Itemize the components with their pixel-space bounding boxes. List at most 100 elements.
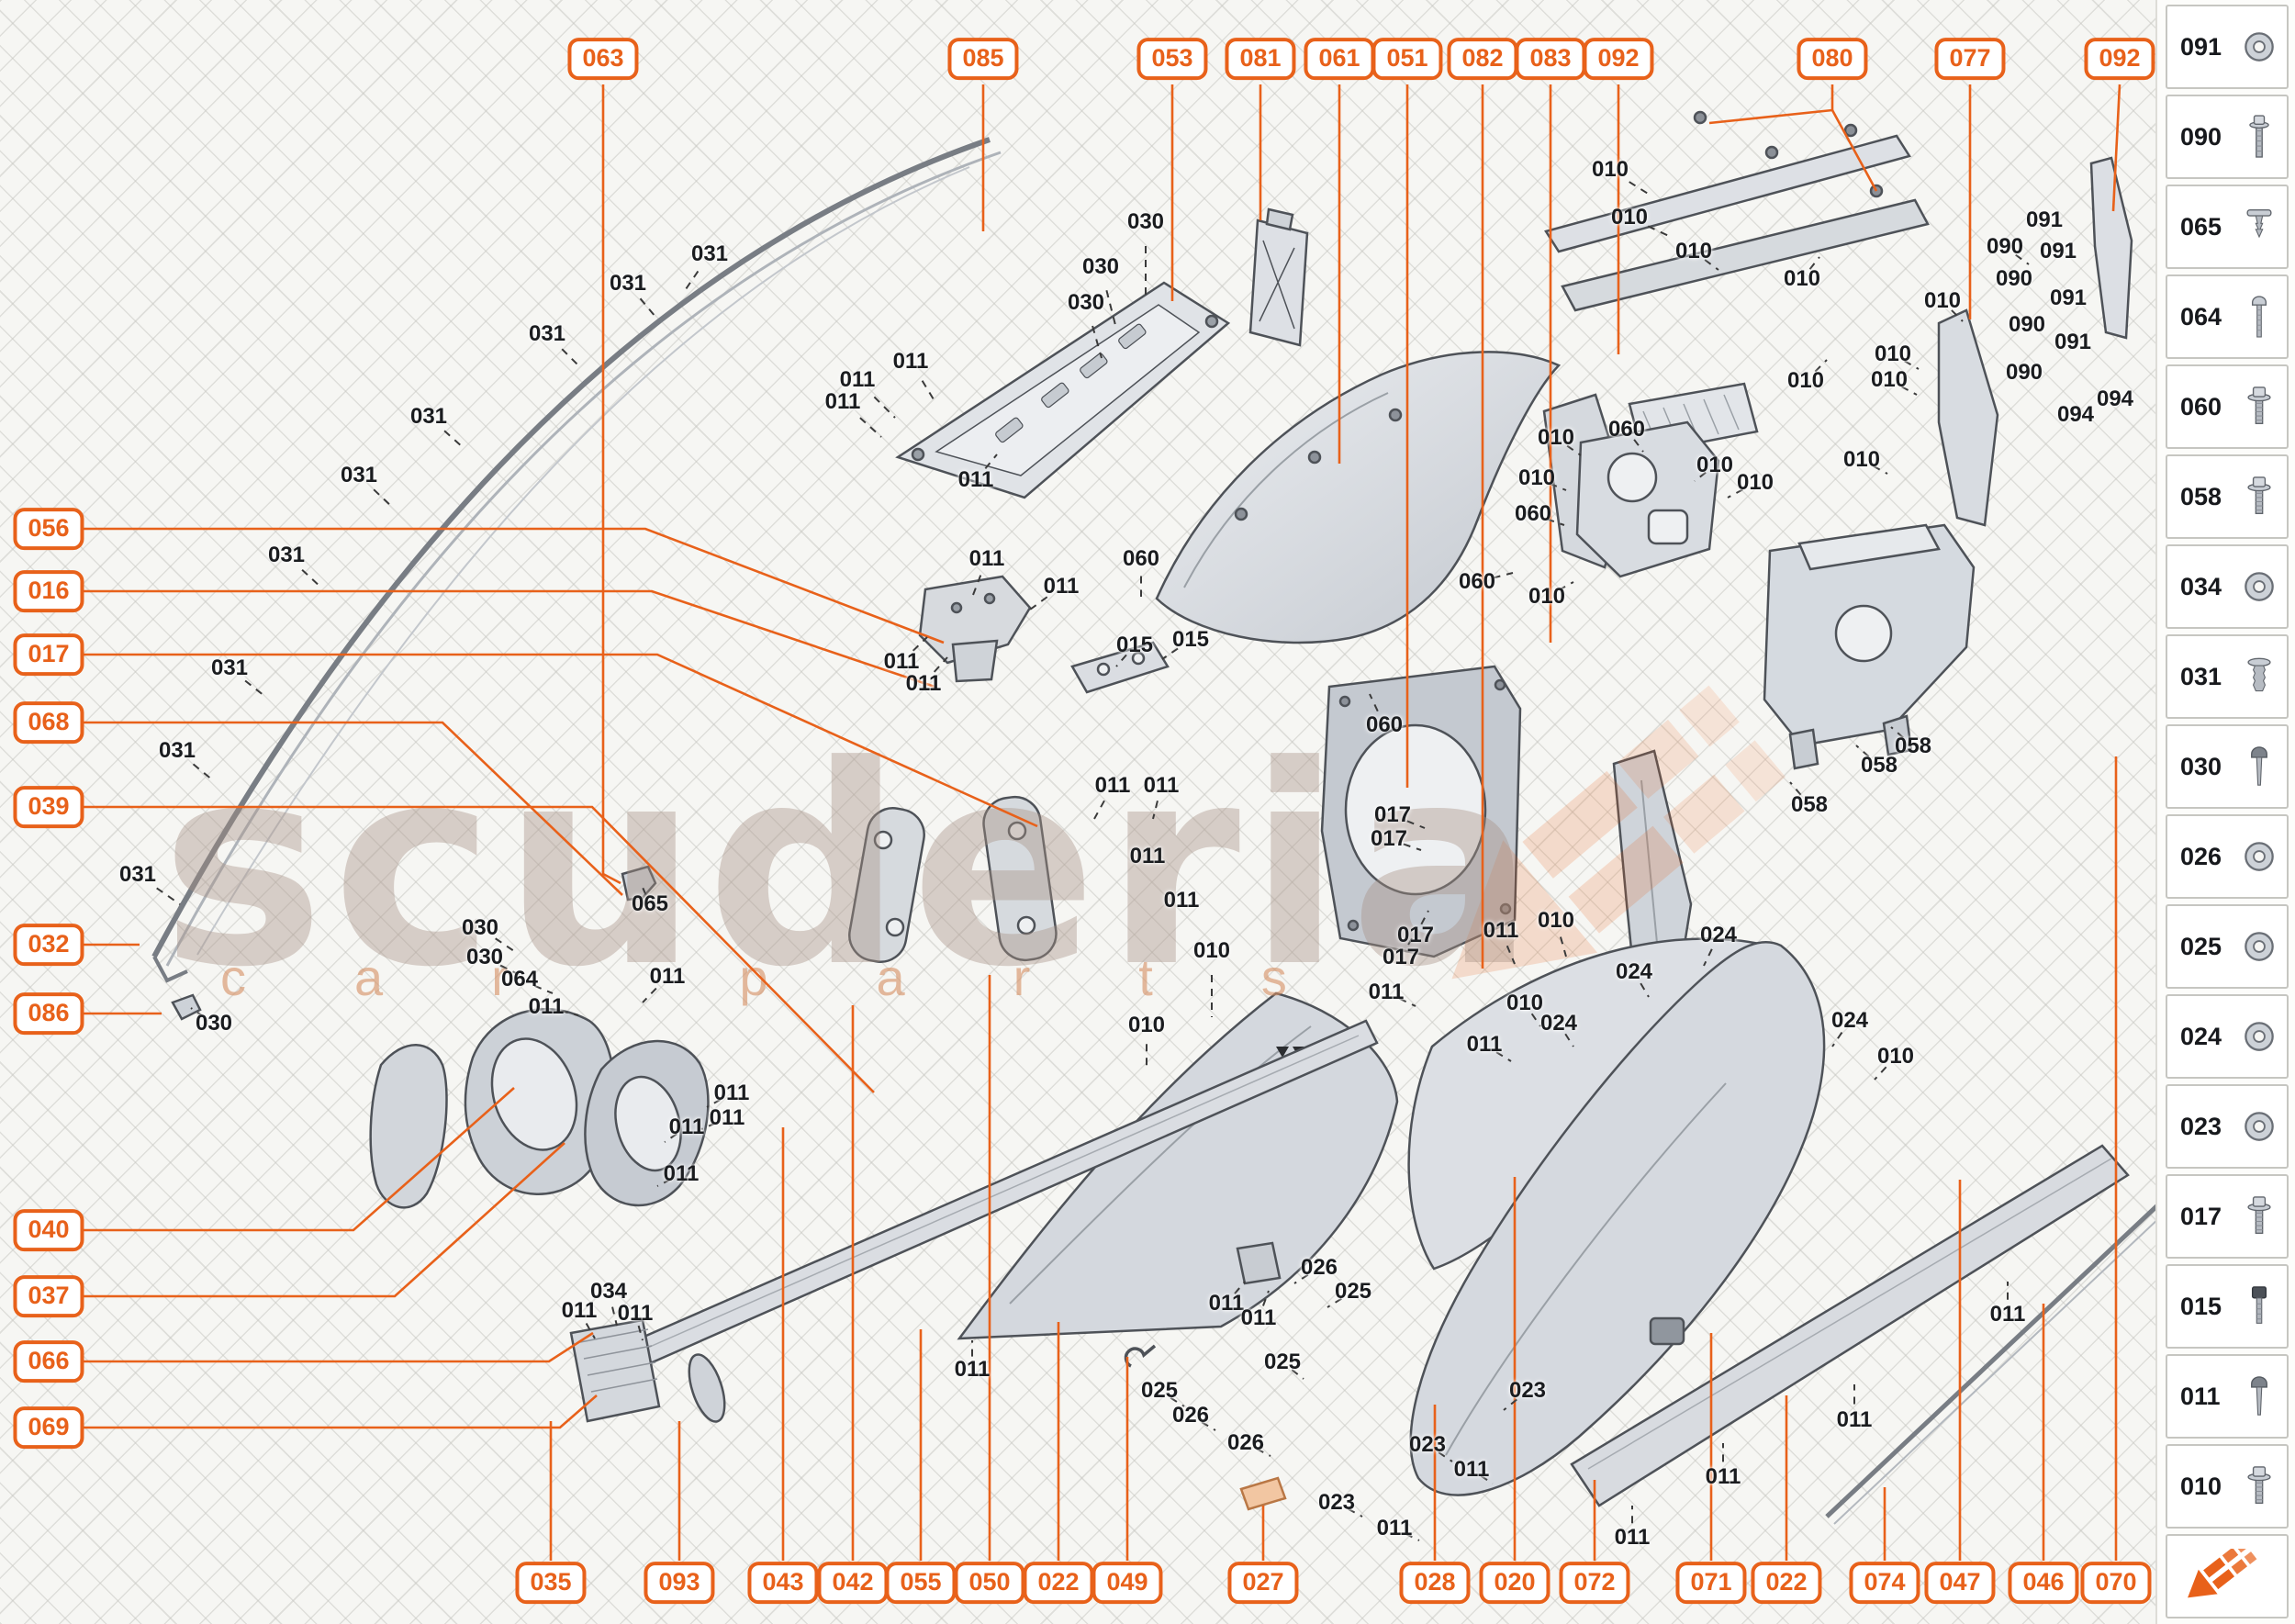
part-number-label: 060 xyxy=(1514,501,1552,526)
callout-049[interactable]: 049 xyxy=(1092,1562,1163,1604)
legend-part-number: 026 xyxy=(2180,842,2222,870)
legend-item-017[interactable]: 017 xyxy=(2166,1174,2289,1259)
callout-080[interactable]: 080 xyxy=(1797,38,1868,80)
stud-icon xyxy=(2239,1282,2279,1330)
dash-pointer xyxy=(1291,1369,1304,1380)
callout-032[interactable]: 032 xyxy=(13,924,84,966)
dash-pointer xyxy=(1170,1396,1185,1407)
callout-068[interactable]: 068 xyxy=(13,701,84,744)
long-trim-rod xyxy=(1825,1178,2193,1525)
part-number-label: 015 xyxy=(1115,633,1154,657)
part-number-label: 060 xyxy=(1607,417,1646,442)
part-number-label: 011 xyxy=(617,1301,654,1326)
callout-039[interactable]: 039 xyxy=(13,786,84,828)
part-number-label: 011 xyxy=(824,389,861,414)
part-number-label: 010 xyxy=(1591,157,1629,182)
part-number-label: 060 xyxy=(1365,712,1404,737)
legend-item-030[interactable]: 030 xyxy=(2166,724,2289,809)
callout-042[interactable]: 042 xyxy=(817,1562,889,1604)
legend-item-031[interactable]: 031 xyxy=(2166,634,2289,719)
callout-092[interactable]: 092 xyxy=(1583,38,1654,80)
pad-strip xyxy=(1239,1476,1287,1511)
callout-092[interactable]: 092 xyxy=(2084,38,2155,80)
callout-055[interactable]: 055 xyxy=(885,1562,957,1604)
callout-035[interactable]: 035 xyxy=(515,1562,587,1604)
callout-086[interactable]: 086 xyxy=(13,992,84,1035)
callout-082[interactable]: 082 xyxy=(1447,38,1518,80)
callout-046[interactable]: 046 xyxy=(2008,1562,2079,1604)
dash-pointer xyxy=(1161,647,1179,660)
callout-083[interactable]: 083 xyxy=(1515,38,1586,80)
callout-093[interactable]: 093 xyxy=(644,1562,715,1604)
legend-item-064[interactable]: 064 xyxy=(2166,274,2289,359)
callout-077[interactable]: 077 xyxy=(1934,38,2006,80)
legend-item-010[interactable]: 010 xyxy=(2166,1444,2289,1529)
callout-037[interactable]: 037 xyxy=(13,1275,84,1317)
legend-item-090[interactable]: 090 xyxy=(2166,95,2289,179)
callout-022[interactable]: 022 xyxy=(1023,1562,1094,1604)
callout-070[interactable]: 070 xyxy=(2080,1562,2152,1604)
dash-pointer xyxy=(1105,289,1117,330)
legend-part-number: 065 xyxy=(2180,212,2222,241)
callout-072[interactable]: 072 xyxy=(1559,1562,1630,1604)
callout-053[interactable]: 053 xyxy=(1136,38,1208,80)
part-number-label: 010 xyxy=(1610,205,1649,230)
callout-027[interactable]: 027 xyxy=(1227,1562,1299,1604)
callout-050[interactable]: 050 xyxy=(954,1562,1025,1604)
dash-pointer xyxy=(683,270,700,293)
legend-item-060[interactable]: 060 xyxy=(2166,364,2289,449)
legend-item-025[interactable]: 025 xyxy=(2166,904,2289,989)
legend-item-091[interactable]: 091 xyxy=(2166,5,2289,89)
part-number-label: 025 xyxy=(1334,1279,1372,1304)
dash-pointer xyxy=(1904,360,1920,370)
callout-081[interactable]: 081 xyxy=(1225,38,1296,80)
callout-069[interactable]: 069 xyxy=(13,1406,84,1449)
long-screw-icon xyxy=(2239,293,2279,341)
callout-017[interactable]: 017 xyxy=(13,633,84,676)
dash-pointer xyxy=(1890,726,1904,739)
part-number-label: 090 xyxy=(1995,266,2033,291)
callout-016[interactable]: 016 xyxy=(13,570,84,612)
legend-part-number: 023 xyxy=(2180,1112,2222,1140)
part-number-label: 026 xyxy=(1171,1403,1210,1428)
part-number-label: 010 xyxy=(1736,470,1774,495)
callout-020[interactable]: 020 xyxy=(1479,1562,1551,1604)
callout-066[interactable]: 066 xyxy=(13,1340,84,1383)
dash-pointer xyxy=(373,488,393,508)
callout-040[interactable]: 040 xyxy=(13,1209,84,1251)
legend-item-011[interactable]: 011 xyxy=(2166,1354,2289,1439)
dash-pointer xyxy=(499,964,521,976)
legend-item-058[interactable]: 058 xyxy=(2166,454,2289,539)
dash-pointer xyxy=(1951,309,1964,322)
dash-pointer xyxy=(1559,936,1567,958)
legend-item-024[interactable]: 024 xyxy=(2166,994,2289,1079)
legend-item-015[interactable]: 015 xyxy=(2166,1264,2289,1349)
callout-071[interactable]: 071 xyxy=(1675,1562,1747,1604)
part-number-label: 011 xyxy=(1163,888,1200,913)
part-number-label: 011 xyxy=(1466,1032,1503,1057)
callout-061[interactable]: 061 xyxy=(1304,38,1375,80)
part-number-label: 010 xyxy=(1528,584,1566,609)
callout-074[interactable]: 074 xyxy=(1849,1562,1920,1604)
callout-085[interactable]: 085 xyxy=(947,38,1019,80)
dash-pointer xyxy=(1855,745,1870,757)
dash-pointer xyxy=(859,417,882,438)
callout-028[interactable]: 028 xyxy=(1399,1562,1471,1604)
callout-063[interactable]: 063 xyxy=(567,38,639,80)
legend-item-065[interactable]: 065 xyxy=(2166,185,2289,269)
dash-pointer xyxy=(1369,693,1379,712)
legend-item-026[interactable]: 026 xyxy=(2166,814,2289,899)
legend-item-023[interactable]: 023 xyxy=(2166,1084,2289,1169)
callout-043[interactable]: 043 xyxy=(747,1562,819,1604)
callout-051[interactable]: 051 xyxy=(1371,38,1443,80)
dash-pointer xyxy=(933,656,948,673)
callout-056[interactable]: 056 xyxy=(13,508,84,550)
dash-pointer xyxy=(301,569,322,588)
callout-047[interactable]: 047 xyxy=(1924,1562,1996,1604)
vent-bracket xyxy=(1248,207,1309,347)
dash-pointer xyxy=(984,454,998,470)
washer-icon xyxy=(2239,1013,2279,1060)
legend-item-034[interactable]: 034 xyxy=(2166,544,2289,629)
callout-022[interactable]: 022 xyxy=(1751,1562,1822,1604)
